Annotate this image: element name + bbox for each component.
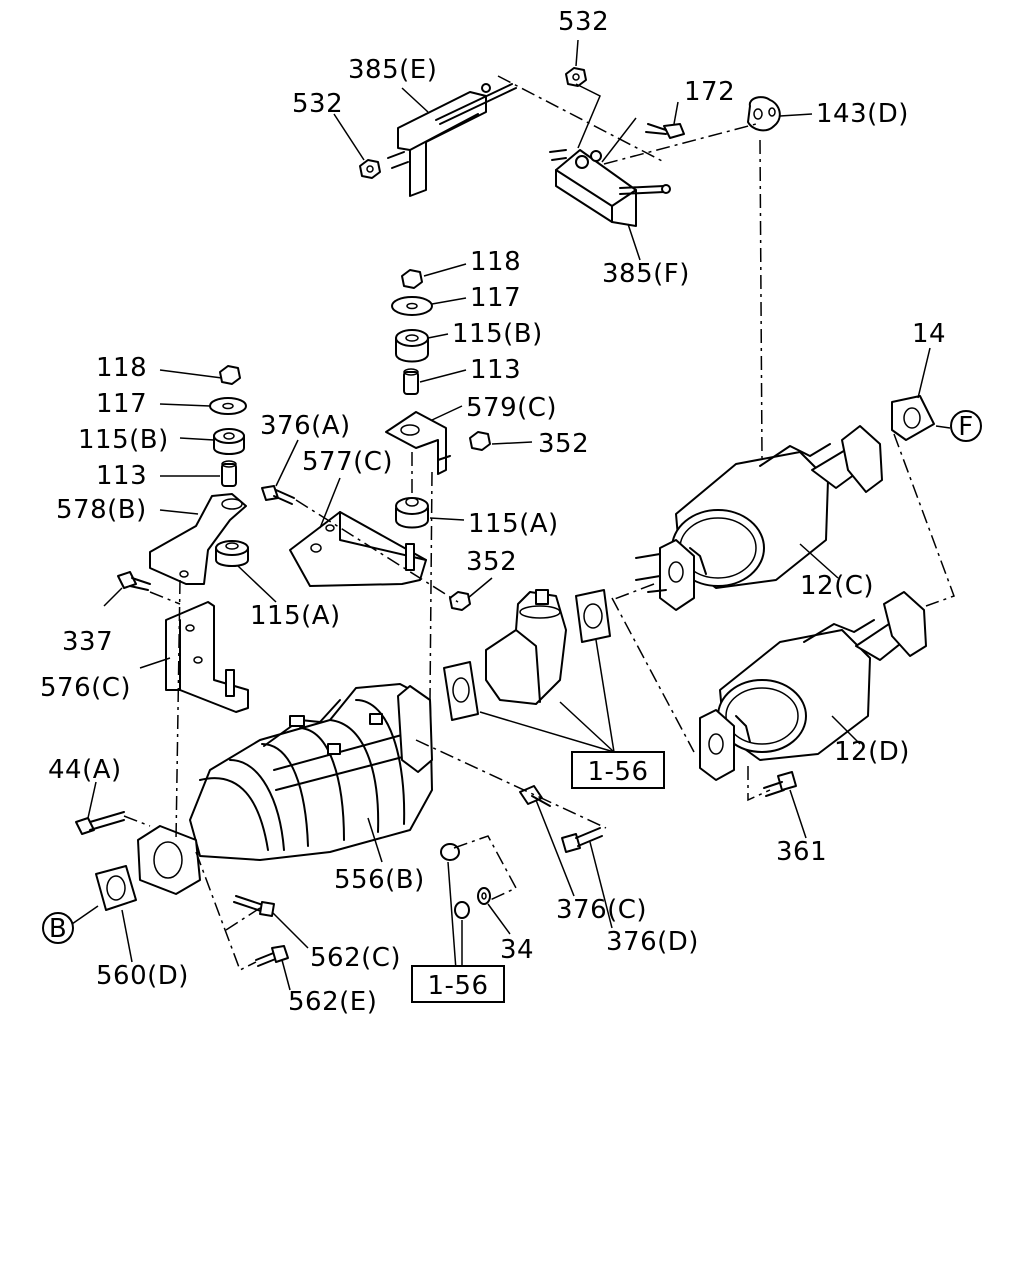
gasket-unit-left	[443, 661, 479, 721]
label-352-upper: 352	[538, 429, 589, 459]
sleeve-113-center	[403, 368, 419, 395]
label-113-left: 113	[96, 461, 147, 491]
label-117-center: 117	[470, 283, 521, 313]
reference-label-1: 1-56	[587, 757, 648, 787]
label-577c: 577(C)	[302, 447, 393, 477]
assembly-lines	[123, 75, 955, 972]
nut-352-lower	[449, 591, 471, 611]
nut-small-2	[454, 901, 470, 919]
label-118-center: 118	[470, 247, 521, 277]
label-34: 34	[500, 935, 534, 965]
bolt-337	[117, 571, 151, 591]
bolt-562e	[255, 945, 289, 967]
bolt-376d	[561, 827, 603, 853]
label-562e: 562(E)	[288, 987, 377, 1017]
label-361: 361	[776, 837, 827, 867]
label-113-center: 113	[470, 355, 521, 385]
marker-f: F	[950, 410, 982, 442]
bolt-376a	[261, 485, 295, 505]
nut-352-upper	[469, 431, 491, 451]
label-172: 172	[684, 77, 735, 107]
rubber-115b-center	[395, 329, 429, 363]
bracket-579c	[385, 411, 451, 475]
reference-box-2: 1-56	[411, 965, 505, 1003]
nut-532-top	[565, 67, 587, 87]
nut-532-left	[359, 159, 381, 179]
label-115a-center: 115(A)	[468, 509, 559, 539]
washer-34	[477, 887, 491, 905]
label-532-top: 532	[558, 7, 609, 37]
marker-b: B	[42, 912, 74, 944]
bolt-172	[645, 123, 685, 139]
dosing-module	[485, 589, 567, 705]
part-labels: 532 385(E) 532 172 143(D) 385(F) 118 117…	[40, 7, 946, 1017]
bracket-577c	[289, 511, 427, 587]
leader-lines	[71, 39, 951, 991]
label-579c: 579(C)	[466, 393, 557, 423]
label-578b: 578(B)	[56, 495, 147, 525]
label-118-left: 118	[96, 353, 147, 383]
marker-f-label: F	[958, 412, 973, 442]
hanger-143d	[747, 96, 781, 132]
label-385f: 385(F)	[602, 259, 690, 289]
rubber-115a-left	[215, 540, 249, 567]
label-115b-center: 115(B)	[452, 319, 543, 349]
bolt-44a	[75, 811, 125, 835]
rubber-115a-center	[395, 497, 429, 529]
label-143d: 143(D)	[816, 99, 909, 129]
reference-label-2: 1-56	[427, 971, 488, 1001]
label-376d: 376(D)	[606, 927, 699, 957]
marker-b-label: B	[49, 914, 67, 944]
nut-118-center	[401, 269, 423, 289]
gasket-14	[891, 395, 935, 441]
label-117-left: 117	[96, 389, 147, 419]
label-385e: 385(E)	[348, 55, 437, 85]
label-576c: 576(C)	[40, 673, 131, 703]
muffler-12c	[635, 425, 883, 611]
clip-376c	[519, 785, 551, 807]
label-115a-left: 115(A)	[250, 601, 341, 631]
flange-outlet	[397, 685, 433, 773]
rubber-115b-left	[213, 428, 245, 455]
label-562c: 562(C)	[310, 943, 401, 973]
gasket-unit-right	[575, 589, 611, 643]
muffler-12d	[699, 591, 927, 781]
label-556b: 556(B)	[334, 865, 425, 895]
label-14: 14	[912, 319, 946, 349]
bolt-361	[763, 771, 797, 797]
catalyst-556b	[189, 683, 433, 861]
label-532-left: 532	[292, 89, 343, 119]
label-376a: 376(A)	[260, 411, 351, 441]
washer-117-left	[209, 397, 247, 415]
bracket-385f	[549, 149, 671, 227]
flange-inlet	[137, 825, 201, 895]
label-376c: 376(C)	[556, 895, 647, 925]
label-12c: 12(C)	[800, 571, 874, 601]
gasket-560d	[95, 865, 137, 911]
bracket-576c	[165, 601, 249, 713]
label-12d: 12(D)	[834, 737, 910, 767]
sleeve-113-left	[221, 460, 237, 487]
bolt-562c	[233, 895, 275, 917]
nut-118-left	[219, 365, 241, 385]
bracket-578b	[149, 493, 247, 585]
label-44a: 44(A)	[48, 755, 122, 785]
bracket-385e	[387, 83, 517, 197]
washer-117-center	[391, 296, 433, 316]
reference-box-1: 1-56	[571, 751, 665, 789]
label-115b-left: 115(B)	[78, 425, 169, 455]
label-352-lower: 352	[466, 547, 517, 577]
label-337: 337	[62, 627, 113, 657]
label-560d: 560(D)	[96, 961, 189, 991]
